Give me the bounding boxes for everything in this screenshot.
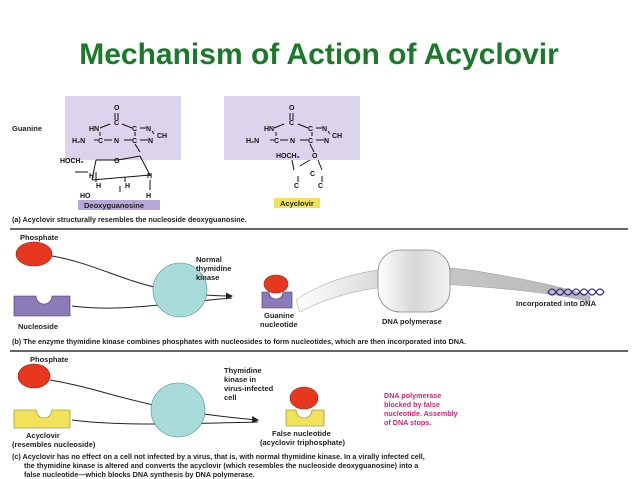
panel-c-caption-1: (c) Acyclovir has no effect on a cell no… [12, 452, 425, 461]
nucleotide-line-1: Guanine [264, 311, 294, 320]
atom-o: O [114, 105, 120, 112]
atom-c: C [98, 138, 103, 145]
atom-hn: HN [264, 126, 274, 133]
kinase-line-2: thymidine [196, 264, 231, 273]
guanine-nucleotide-base [261, 291, 293, 309]
kinase-line-1: Normal [196, 255, 222, 264]
incorporated-label: Incorporated into DNA [516, 299, 597, 308]
dna-polymerase-label: DNA polymerase [382, 317, 442, 326]
panel-b: Phosphate Nucleoside Normal thymidine ki… [10, 228, 628, 346]
atom-h: H [96, 183, 101, 190]
atom-n: N [148, 138, 153, 145]
acyclovir-structure [270, 113, 331, 182]
arrow-nucleoside-b [71, 297, 233, 309]
false-nucleotide-line-2: (acyclovir triphosphate) [260, 438, 346, 447]
atom-ch: CH [332, 133, 342, 140]
viral-kinase-line-2: kinase in [224, 375, 257, 384]
atom-h2n: H₂N [72, 138, 85, 145]
atom-c: C [289, 120, 294, 127]
viral-kinase-line-3: virus-infected [224, 384, 274, 393]
deoxyguanosine-highlight [65, 96, 181, 160]
panel-a: Guanine [12, 96, 360, 224]
atom-n: N [324, 138, 329, 145]
phosphate-shape-b [15, 241, 53, 267]
atom-c: C [310, 171, 315, 178]
dna-helix-1 [547, 288, 605, 296]
atom-n: N [114, 138, 119, 145]
atom-h: H [146, 193, 151, 200]
acyclovir-label-c-1: Acyclovir [26, 431, 60, 440]
atom-o: O [312, 153, 318, 160]
false-nucleotide-base [285, 409, 325, 427]
dna-polymerase-shape [377, 249, 451, 313]
atom-c: C [132, 126, 137, 133]
atom-c: C [308, 126, 313, 133]
viral-kinase-line-1: Thymidine [224, 366, 262, 375]
deoxyguanosine-atoms: O C HN C N CH H₂N C N C N HOCH₂ O H H H … [60, 105, 167, 200]
panel-c-caption-2: the thymidine kinase is altered and conv… [24, 461, 419, 470]
atom-n: N [146, 126, 151, 133]
viral-kinase-shape [150, 382, 206, 438]
panel-c-caption-3: false nucleotide—which blocks DNA synthe… [24, 470, 255, 479]
arrow-acyclovir-c [71, 419, 259, 425]
guanine-label: Guanine [12, 124, 42, 133]
deoxyguanosine-structure [75, 113, 155, 192]
atom-c: C [318, 183, 323, 190]
blocked-line-3: nucleotide. Assembly [384, 409, 458, 418]
panel-a-caption: (a) Acyclovir structurally resembles the… [12, 215, 247, 224]
guanine-nucleotide-phosphate [263, 274, 289, 294]
acyclovir-label-c-2: (resembles nucleoside) [12, 440, 96, 449]
atom-c: C [114, 120, 119, 127]
acyclovir-label-box [274, 198, 320, 208]
atom-c: C [308, 138, 313, 145]
atom-o: O [289, 105, 295, 112]
panel-c: Phosphate Acyclovir (resembles nucleosid… [10, 350, 628, 479]
phosphate-label-c: Phosphate [30, 355, 68, 364]
viral-kinase-line-4: cell [224, 393, 237, 402]
nucleoside-shape-b [13, 295, 71, 317]
blocked-line-4: of DNA stops. [384, 418, 431, 427]
blocked-line-2: blocked by false [384, 400, 440, 409]
phosphate-shape-c [17, 363, 51, 389]
blocked-line-1: DNA polymerase [384, 391, 441, 400]
kinase-line-3: kinase [196, 273, 219, 282]
atom-ho: HO [80, 193, 91, 200]
atom-hn: HN [89, 126, 99, 133]
atom-c: C [132, 138, 137, 145]
dna-helix-2 [547, 288, 605, 296]
atom-c: C [274, 138, 279, 145]
panel-b-caption: (b) The enzyme thymidine kinase combines… [12, 337, 466, 346]
phosphate-label-b: Phosphate [20, 233, 58, 242]
atom-h: H [147, 173, 152, 180]
acyclovir-highlight [224, 96, 360, 160]
atom-h: H [89, 173, 94, 180]
atom-ch: CH [157, 133, 167, 140]
normal-kinase-shape [152, 262, 208, 318]
atom-hoch2: HOCH₂ [276, 153, 300, 160]
acyclovir-shape-c [13, 409, 71, 429]
atom-h: H [125, 183, 130, 190]
atom-h2n: H₂N [246, 138, 259, 145]
slide-title: Mechanism of Action of Acyclovir [79, 38, 559, 71]
atom-c: C [294, 183, 299, 190]
acyclovir-atoms: O C HN C N CH H₂N C N C N HOCH₂ O C C C [246, 105, 342, 190]
atom-n: N [290, 138, 295, 145]
nucleotide-line-2: nucleotide [260, 320, 298, 329]
deoxyguanosine-label-box [78, 200, 160, 210]
arrow-phosphate-c [49, 379, 259, 423]
false-nucleotide-phosphate [289, 386, 319, 410]
deoxyguanosine-label: Deoxyguanosine [84, 201, 144, 210]
false-nucleotide-line-1: False nucleotide [272, 429, 331, 438]
atom-o: O [114, 158, 120, 165]
nucleoside-label-b: Nucleoside [18, 322, 58, 331]
atom-n: N [322, 126, 327, 133]
acyclovir-label: Acyclovir [280, 199, 314, 208]
atom-hoch2: HOCH₂ [60, 158, 84, 165]
